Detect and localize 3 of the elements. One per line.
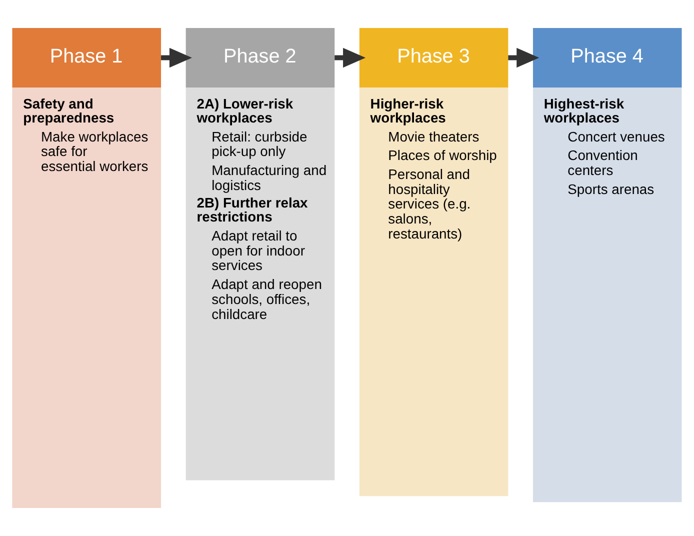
arrow xyxy=(508,48,540,68)
arrow xyxy=(334,48,366,68)
arrow xyxy=(161,48,192,68)
